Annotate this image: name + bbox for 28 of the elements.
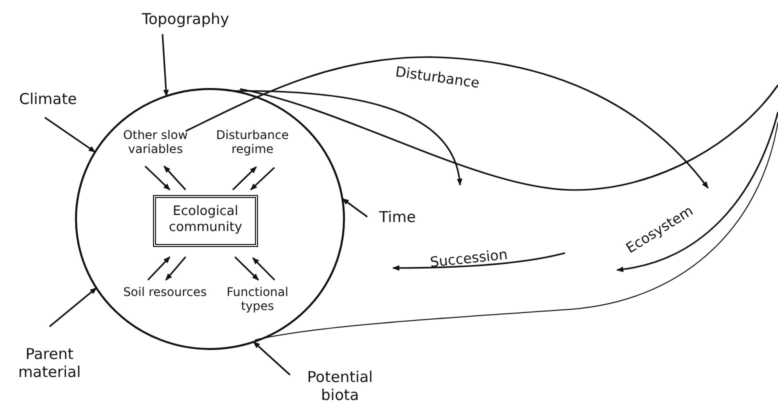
ellipse-node — [75, 88, 345, 350]
arrow — [342, 198, 368, 218]
factor-label: Parent material — [2, 345, 97, 391]
factor-label: Disturbance regime — [205, 128, 300, 164]
arrow — [234, 256, 259, 281]
flow-label: Disturbance — [394, 64, 480, 92]
arrow — [233, 90, 462, 186]
factor-label: Time — [370, 208, 425, 230]
arrow — [147, 256, 170, 281]
flow-label: Succession — [429, 246, 508, 272]
arrow — [49, 287, 97, 328]
arrow — [253, 341, 291, 376]
factor-label: Climate — [8, 90, 88, 112]
arrow — [162, 34, 169, 97]
arrow — [185, 56, 709, 189]
arrow — [250, 167, 275, 190]
factor-label: Potential biota — [290, 368, 390, 403]
arrow — [144, 166, 170, 190]
arrow — [164, 166, 186, 190]
factor-label: Topography — [128, 10, 243, 32]
factor-label: Functional types — [210, 285, 305, 321]
arrow — [165, 256, 186, 281]
arrow — [232, 166, 257, 190]
arrow — [44, 116, 96, 153]
community-box: Ecological community — [153, 195, 258, 247]
arrow — [252, 257, 276, 281]
factor-label: Soil resources — [120, 285, 210, 321]
factor-label: Other slow variables — [108, 128, 203, 164]
